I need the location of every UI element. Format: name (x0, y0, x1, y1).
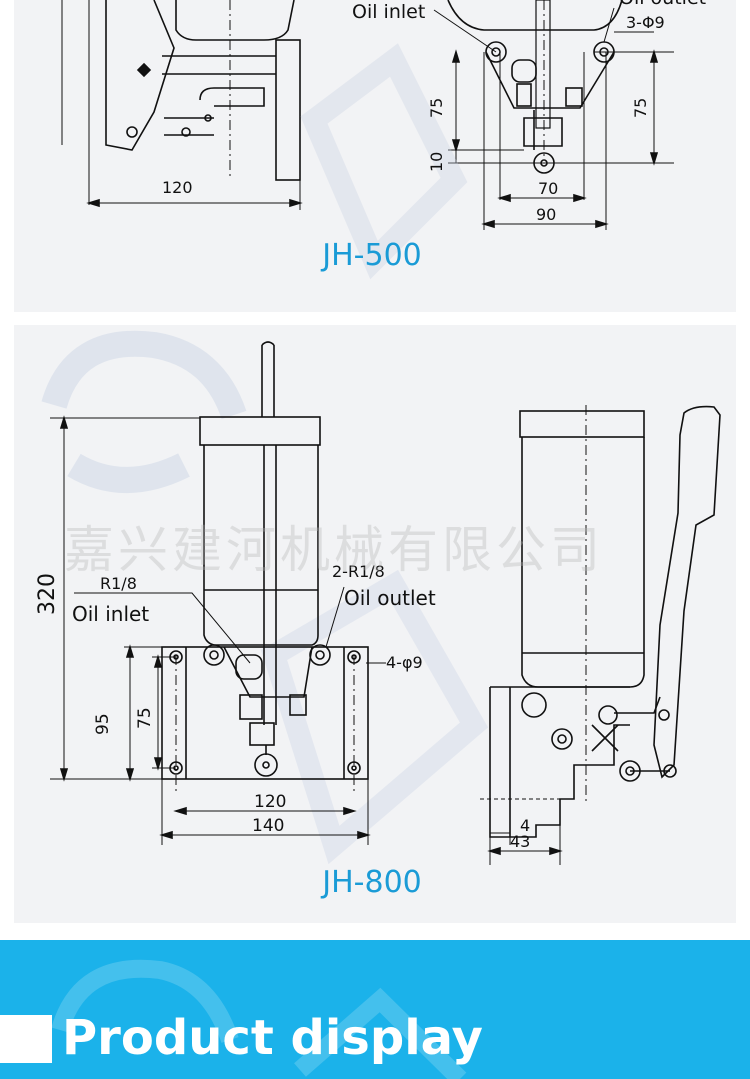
jh500-dim-120: 120 (162, 178, 193, 197)
product-display-banner: Product display (0, 940, 750, 1079)
jh800-dim-43: 43 (510, 832, 530, 851)
jh800-oil-outlet-label: Oil outlet (344, 586, 436, 610)
company-watermark: 嘉兴建河机械有限公司 (64, 521, 604, 579)
jh500-dim-90: 90 (536, 205, 556, 224)
jh500-model-title: JH-500 (322, 238, 422, 273)
jh800-inlet-thread-label: R1/8 (100, 574, 137, 593)
jh800-outlet-thread-label: 2-R1/8 (332, 562, 385, 581)
jh500-oil-outlet-label: Oil outlet (619, 0, 706, 9)
banner-title: Product display (62, 1010, 483, 1066)
jh800-diagram-panel: 320 R1/8 Oil inlet 2-R1/8 Oil outlet 4-φ… (14, 325, 736, 923)
jh500-dim-75-right: 75 (631, 98, 650, 118)
jh800-dim-140: 140 (252, 816, 284, 836)
jh800-model-title: JH-800 (322, 865, 422, 900)
jh500-technical-drawing: 120 Oil inlet Oil outlet 3-Φ9 75 75 10 7… (61, 0, 706, 280)
jh500-dim-75-left: 75 (427, 98, 446, 118)
banner-watermark-logo (51, 959, 467, 1079)
jh800-holes-label: 4-φ9 (386, 653, 423, 672)
jh500-dim-10: 10 (427, 152, 446, 172)
jh800-dim-320: 320 (35, 573, 60, 615)
jh800-dim-4: 4 (520, 816, 530, 835)
jh500-diagram-panel: 120 Oil inlet Oil outlet 3-Φ9 75 75 10 7… (14, 0, 736, 312)
jh800-dim-120: 120 (254, 792, 286, 812)
jh800-oil-inlet-label: Oil inlet (72, 602, 149, 626)
jh800-dim-75: 75 (135, 707, 155, 729)
banner-square-marker (0, 1015, 52, 1063)
jh500-holes-label: 3-Φ9 (626, 13, 665, 32)
jh500-oil-inlet-label: Oil inlet (352, 1, 425, 23)
jh800-dim-95: 95 (93, 713, 113, 735)
jh500-dim-70: 70 (538, 179, 558, 198)
jh800-technical-drawing: 320 R1/8 Oil inlet 2-R1/8 Oil outlet 4-φ… (35, 330, 721, 865)
